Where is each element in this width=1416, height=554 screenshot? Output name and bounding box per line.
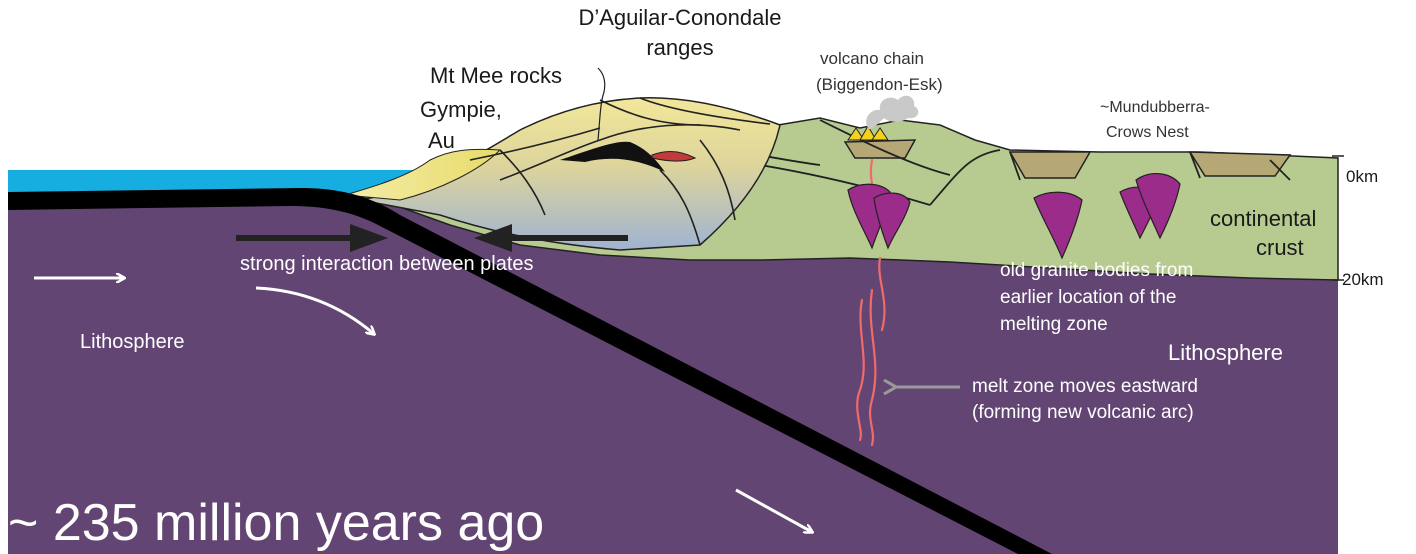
continental-crust-label-2: crust [1256, 235, 1304, 260]
melt-zone-label-2: (forming new volcanic arc) [972, 402, 1194, 423]
dag-ranges-label-1: D’Aguilar-Conondale [578, 5, 781, 30]
mundubberra-label-1: ~Mundubberra- [1100, 99, 1210, 116]
continental-crust-label-1: continental [1210, 206, 1316, 231]
basin-left [1010, 152, 1090, 178]
granite-label-1: old granite bodies from [1000, 260, 1193, 281]
granite-label-2: earlier location of the [1000, 287, 1176, 308]
depth-label-20km: 20km [1342, 270, 1384, 289]
volcano-chain-label-2: (Biggendon-Esk) [816, 75, 943, 94]
mundubberra-label-2: Crows Nest [1106, 124, 1189, 141]
gympie-label-2: Au [428, 128, 455, 153]
dag-ranges-label-2: ranges [646, 35, 713, 60]
volcano-chain-label-1: volcano chain [820, 49, 924, 68]
gympie-label-1: Gympie, [420, 97, 502, 122]
age-label: ~ 235 million years ago [8, 494, 544, 552]
lithosphere-left-label: Lithosphere [80, 331, 185, 353]
depth-label-0km: 0km [1346, 167, 1378, 186]
melt-zone-label-1: melt zone moves eastward [972, 376, 1198, 397]
granite-label-3: melting zone [1000, 314, 1108, 335]
mt-mee-label: Mt Mee rocks [430, 63, 562, 88]
lithosphere-right-label: Lithosphere [1168, 340, 1283, 365]
interaction-label: strong interaction between plates [240, 253, 534, 275]
